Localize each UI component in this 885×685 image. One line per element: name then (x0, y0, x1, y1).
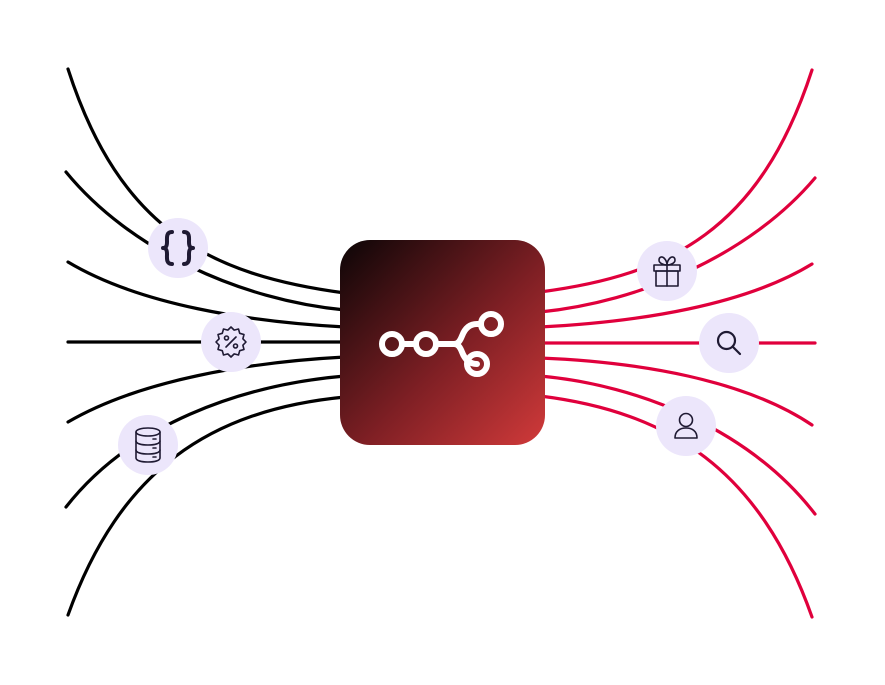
percent-gear-icon (215, 326, 247, 358)
gift-icon (653, 256, 681, 287)
right-connection-lines (538, 68, 817, 619)
search-icon (716, 330, 742, 356)
percent-gear-node (201, 312, 261, 372)
right-connection-line-1 (538, 68, 814, 294)
left-connection-line-3 (66, 260, 347, 329)
right-connection-line-7 (538, 394, 814, 619)
search-node (699, 313, 759, 373)
left-connection-line-7 (66, 395, 347, 617)
user-node (656, 396, 716, 456)
database-node (118, 415, 178, 475)
left-connection-line-5 (66, 355, 347, 424)
right-connection-line-3 (538, 262, 814, 329)
left-connection-line-6 (64, 374, 347, 509)
workflow-nodes-icon (378, 310, 504, 377)
curly-braces-node (148, 218, 208, 278)
user-icon (674, 412, 698, 439)
right-connection-line-5 (538, 356, 814, 427)
database-icon (135, 427, 161, 463)
gift-node (637, 241, 697, 301)
curly-braces-icon (161, 230, 195, 266)
left-connection-line-1 (66, 67, 347, 295)
central-hub-tile (340, 240, 545, 445)
